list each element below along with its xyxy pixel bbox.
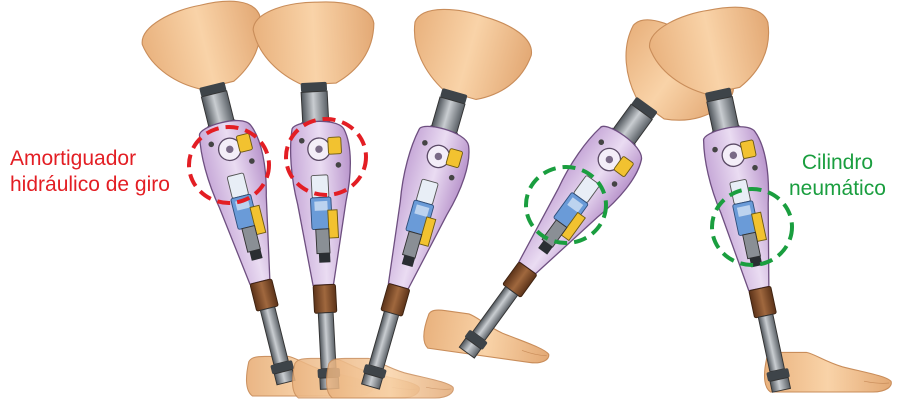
damper-annotation-line-1: Amortiguador [10, 146, 170, 172]
damper-annotation: Amortiguador hidráulico de giro [10, 146, 170, 198]
cylinder-annotation-line-2: neumático [789, 176, 886, 202]
damper-annotation-line-2: hidráulico de giro [10, 172, 170, 198]
cylinder-annotation: Cilindro neumático [789, 150, 886, 202]
cylinder-annotation-line-1: Cilindro [789, 150, 886, 176]
